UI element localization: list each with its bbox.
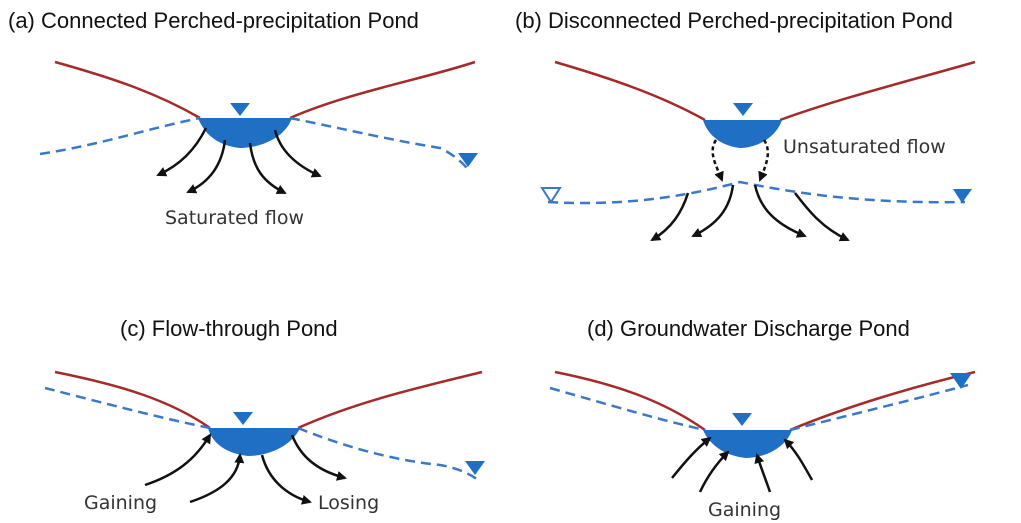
panel-b-pond [703,120,782,148]
panel-b-water-table [547,180,966,205]
panel-b-diagram [540,60,976,242]
panel-a-flow-arrows [156,127,322,195]
panel-c-land-surface [54,370,483,430]
panel-d-water-table [549,383,969,432]
panel-d-pond [703,430,792,458]
panel-d-land-surface [554,370,976,432]
panel-b-water-level-marker [733,103,753,116]
panel-d-gaining-label: Gaining [708,499,782,521]
panel-d-gaining-arrows [671,436,814,493]
panel-a-water-table [39,116,472,173]
panel-b-land-surface [554,60,976,122]
panel-c-pond [208,428,300,456]
panel-b-left-water-table-marker [540,187,562,204]
panel-a-pond [198,118,292,148]
panel-c-water-level-marker [233,412,253,425]
panel-a-water-table-marker [458,153,478,167]
panel-b-saturated-arrows [650,184,850,242]
panel-c-gaining-label: Gaining [84,492,158,514]
panel-a-title: (a) Connected Perched-precipitation Pond [8,8,419,33]
panel-a-water-level-marker [230,103,250,116]
panel-a-saturated-flow-label: Saturated flow [165,207,305,229]
panel-d-water-table-marker [950,373,972,389]
panel-c-diagram [44,370,485,505]
panel-c-water-table-marker [465,461,485,475]
panel-b-right-water-table-marker [953,189,972,203]
panel-b-unsaturated-arrows [711,139,770,182]
panel-c-water-table [44,386,479,482]
panel-c-gaining-arrows [144,433,245,504]
panel-d-water-level-marker [732,413,752,426]
panel-c-losing-arrows [260,434,347,505]
panel-d-title: (d) Groundwater Discharge Pond [587,316,910,341]
panel-b-unsaturated-flow-label: Unsaturated flow [783,136,946,158]
panel-d-diagram [549,370,976,493]
panel-a-land-surface [54,60,476,120]
panel-c-losing-label: Losing [318,492,380,514]
panel-a-diagram [39,60,478,195]
panel-b-title: (b) Disconnected Perched-precipitation P… [515,8,953,33]
panel-c-title: (c) Flow-through Pond [120,316,338,341]
